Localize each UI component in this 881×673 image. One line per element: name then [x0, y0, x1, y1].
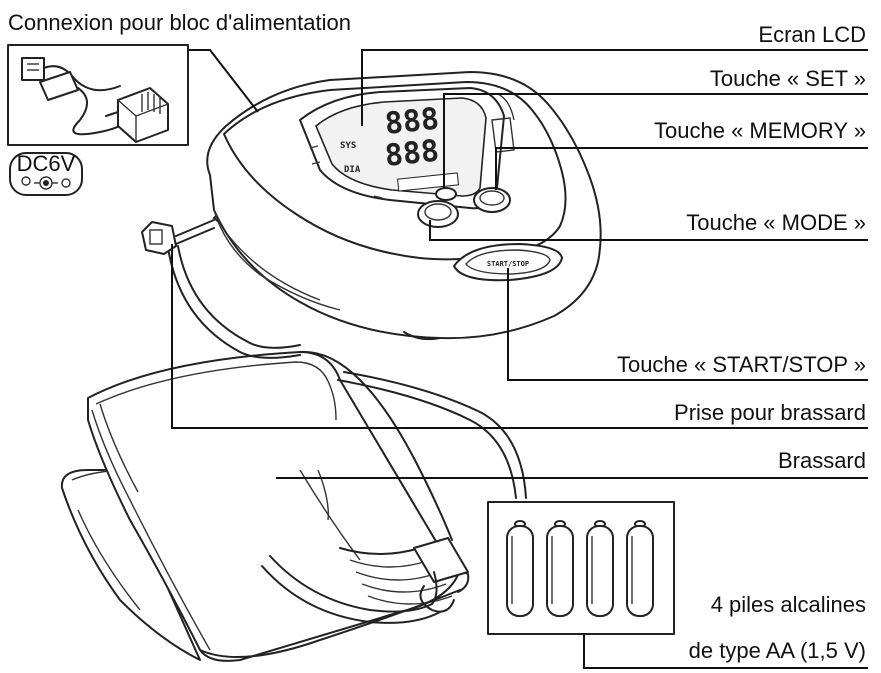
set-button[interactable] [436, 188, 456, 200]
lcd-sys-mark: SYS [340, 141, 356, 151]
mode-button[interactable] [418, 201, 458, 227]
power-adapter-illustration [22, 58, 168, 142]
battery-1 [507, 521, 533, 616]
cuff-illustration [62, 352, 468, 661]
polarity-center-icon [43, 180, 49, 186]
polarity-icon [22, 177, 30, 185]
power-adapter-inset [8, 45, 188, 145]
battery-4 [627, 521, 653, 616]
battery-2 [547, 521, 573, 616]
svg-text:START/STOP: START/STOP [487, 260, 529, 268]
dc-power-badge: DC6V [10, 151, 82, 195]
label-cuff-socket: Prise pour brassard [674, 400, 866, 425]
memory-button[interactable] [474, 188, 510, 212]
label-lcd-screen: Ecran LCD [758, 22, 866, 47]
leader-power-connector [188, 50, 258, 112]
label-batteries-line2: de type AA (1,5 V) [689, 638, 866, 663]
label-memory-key: Touche « MEMORY » [654, 118, 866, 143]
monitor-body: 888 888 SYS DIA START/ST [207, 72, 600, 339]
label-set-key: Touche « SET » [710, 66, 866, 91]
dc-badge-text: DC6V [17, 151, 76, 176]
label-cuff: Brassard [778, 448, 866, 473]
label-power-connector: Connexion pour bloc d'alimentation [8, 10, 351, 35]
label-start-stop-key: Touche « START/STOP » [617, 352, 866, 377]
lcd-digits-bottom: 888 [383, 133, 441, 173]
batteries-box [488, 502, 674, 634]
label-mode-key: Touche « MODE » [686, 210, 866, 235]
label-batteries-line1: 4 piles alcalines [711, 592, 866, 617]
battery-3 [587, 521, 613, 616]
lcd-dia-mark: DIA [344, 165, 361, 175]
